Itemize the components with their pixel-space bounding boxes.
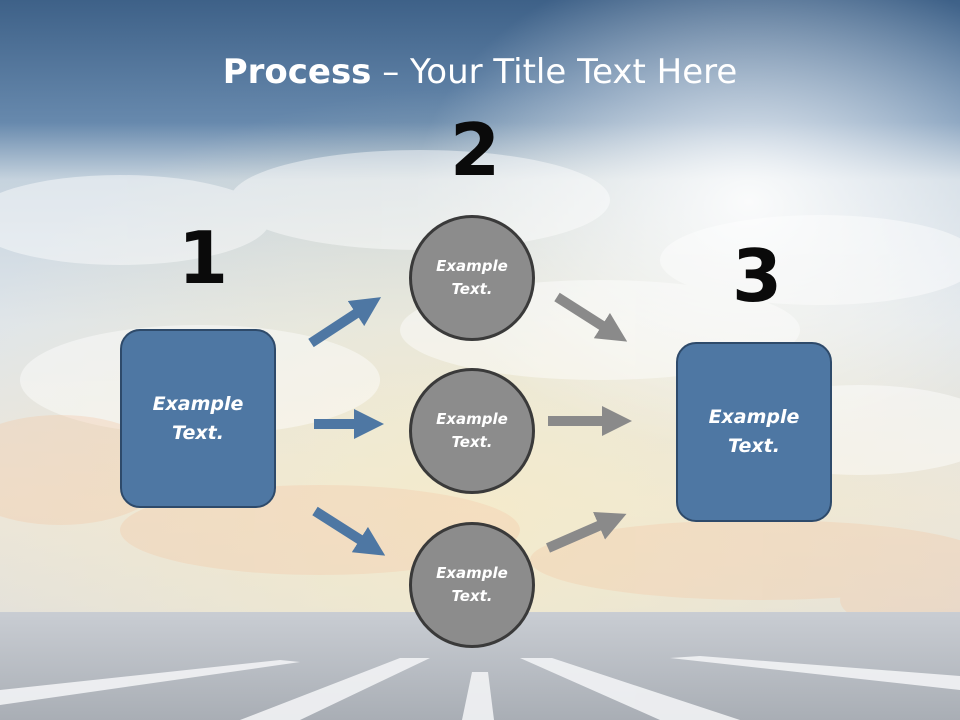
step-2-circle-bottom: Example Text. [409,522,535,648]
title-rest: – Your Title Text Here [371,52,738,92]
step-1-box-text: Example Text. [152,392,244,444]
step-number-2: 2 [450,108,501,192]
step-1-box: Example Text. [120,329,276,508]
step-2-circle-middle: Example Text. [409,368,535,494]
step-2-circle-top: Example Text. [409,215,535,341]
circle-bottom-text: Example Text. [436,564,508,605]
step-number-1: 1 [178,216,229,300]
title-bold: Process [222,52,372,92]
slide-title: Process – Your Title Text Here [0,52,960,92]
step-3-box-text: Example Text. [708,406,800,457]
circle-top-text: Example Text. [436,257,508,298]
step-3-box: Example Text. [676,342,832,522]
step-number-3: 3 [732,234,783,318]
circle-middle-text: Example Text. [436,410,508,451]
